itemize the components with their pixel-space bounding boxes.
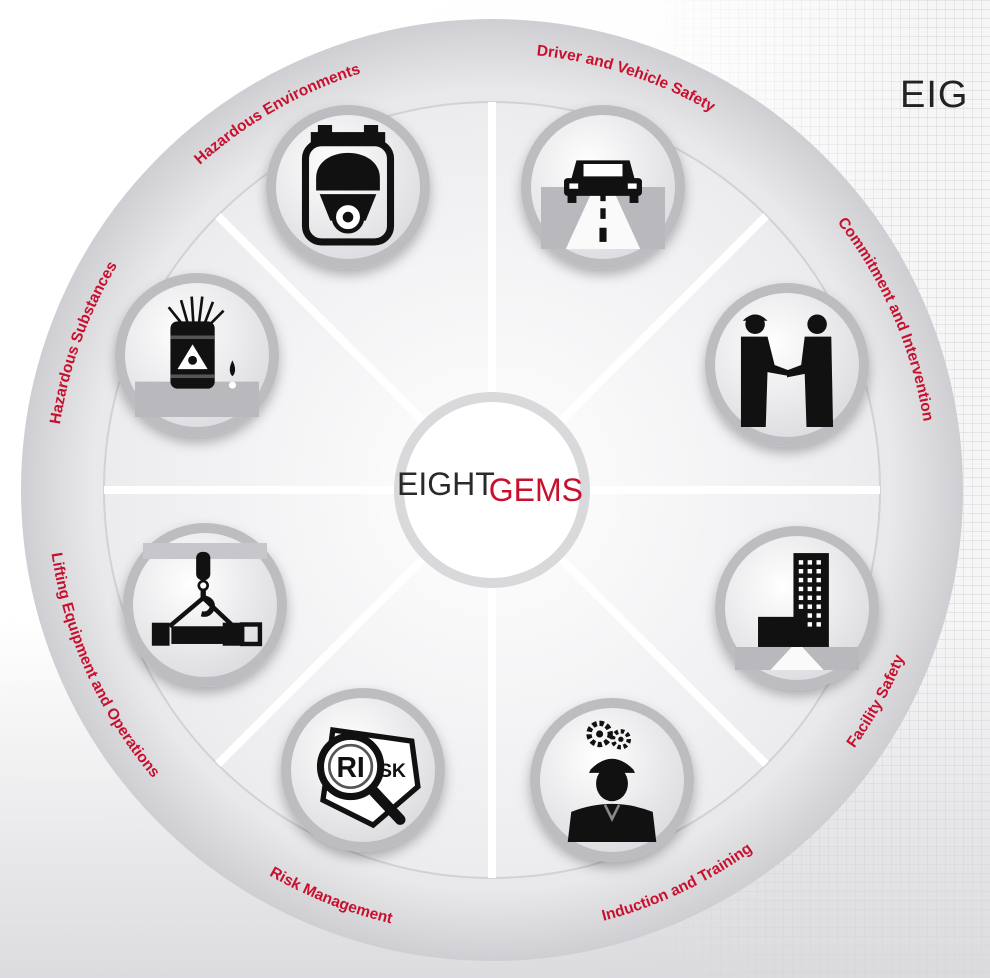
medallion-driver-vehicle-safety[interactable] <box>521 105 685 269</box>
medallion-hazardous-substances[interactable] <box>115 273 279 437</box>
medallion-induction-training[interactable] <box>530 698 694 862</box>
medallion-risk-management[interactable] <box>281 688 445 852</box>
center-logo: EIGHTGEMS <box>370 466 610 508</box>
medallion-facility-safety[interactable] <box>715 526 879 690</box>
center-logo-eight: EIGHT <box>396 466 495 502</box>
center-logo-gems: GEMS <box>488 472 583 508</box>
page-heading: EIG <box>900 74 969 116</box>
medallion-hazardous-environments[interactable] <box>266 105 430 269</box>
medallion-commitment-intervention[interactable] <box>705 283 869 447</box>
center-hub <box>404 402 580 578</box>
medallion-lifting-equipment[interactable] <box>123 523 287 687</box>
